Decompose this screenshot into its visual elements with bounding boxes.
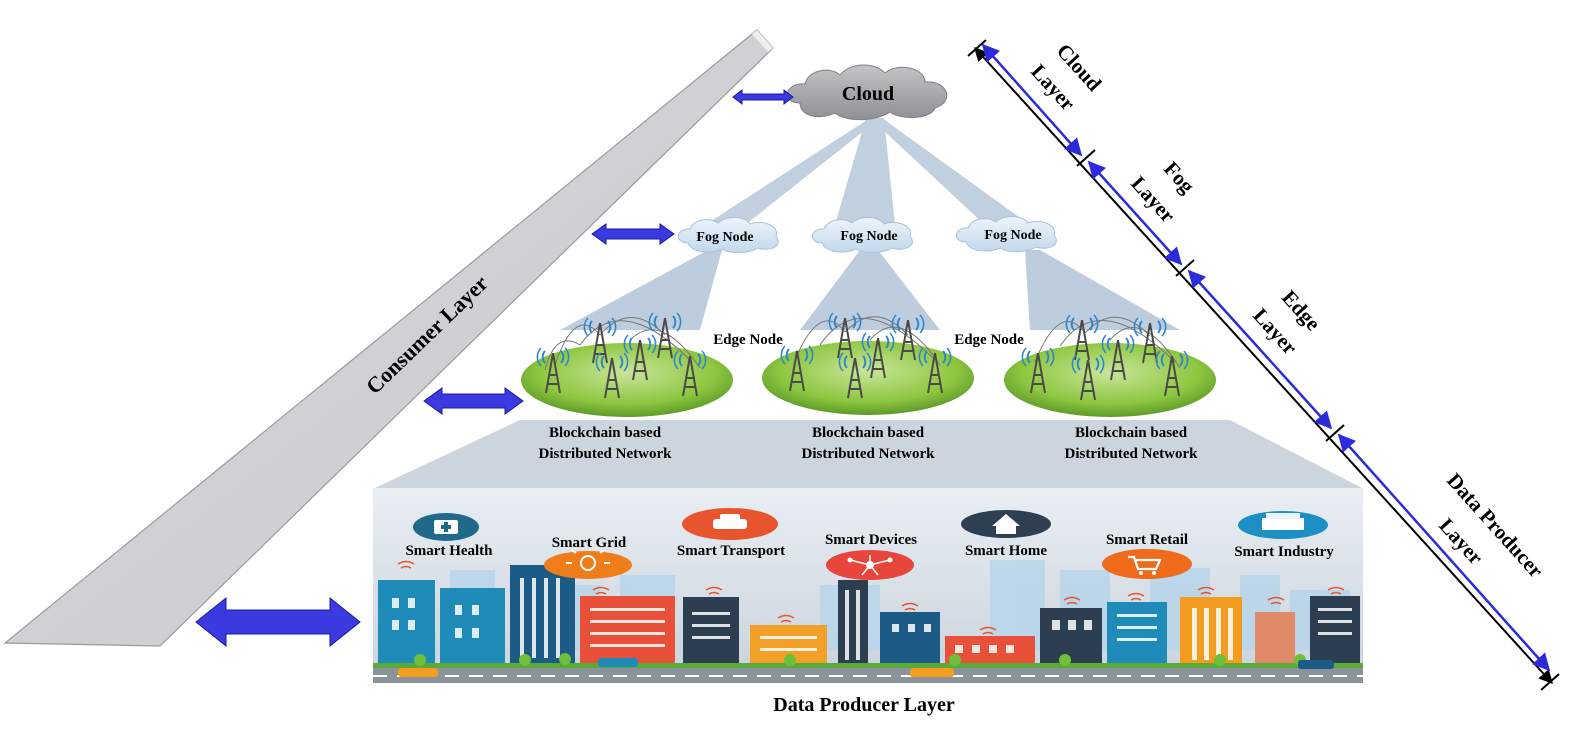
edge-node-label-1: Edge Node (713, 332, 783, 348)
fog-node-cloud-2 (812, 217, 913, 254)
lightbulb-icon (544, 549, 632, 579)
consumer-producer-arrow (195, 596, 361, 648)
network-hub-icon (826, 550, 914, 580)
edge-node-label-2: Edge Node (954, 332, 1024, 348)
layer-axis (967, 39, 1560, 691)
edge-network-label-2b: Distributed Network (802, 446, 936, 462)
factory-icon (1238, 511, 1328, 539)
smart-industry-label: Smart Industry (1234, 544, 1334, 560)
smart-transport-label: Smart Transport (677, 543, 785, 559)
edge-network-label-1a: Blockchain based (549, 425, 662, 441)
fog-to-edge-beams (560, 250, 1180, 330)
smart-grid-label: Smart Grid (552, 535, 627, 551)
house-icon (961, 510, 1051, 538)
cloud-node (787, 64, 948, 121)
edge-network-1 (521, 312, 733, 417)
edge-network-label-3a: Blockchain based (1075, 425, 1188, 441)
data-producer-layer-label: Data Producer Layer (773, 694, 955, 716)
fog-node-label-1: Fog Node (696, 230, 753, 245)
edge-network-label-2a: Blockchain based (812, 425, 925, 441)
car-icon (682, 508, 778, 540)
cloud-to-fog-beams (705, 118, 1030, 225)
consumer-cloud-arrow (732, 88, 794, 106)
data-producer-panel (373, 488, 1363, 683)
edge-network-label-3b: Distributed Network (1065, 446, 1199, 462)
edge-network-label-1b: Distributed Network (539, 446, 673, 462)
smart-health-label: Smart Health (405, 543, 493, 559)
edge-network-3 (1004, 314, 1216, 417)
smart-devices-label: Smart Devices (825, 532, 917, 548)
fog-node-cloud-1 (678, 217, 779, 254)
consumer-layer-beam (3, 29, 774, 647)
fog-node-label-3: Fog Node (984, 228, 1041, 243)
smart-home-label: Smart Home (965, 543, 1047, 559)
fog-layer-label-1: Fog (1159, 157, 1200, 199)
edge-network-2 (762, 312, 974, 415)
consumer-edge-arrow (423, 387, 524, 415)
fog-node-label-2: Fog Node (840, 229, 897, 244)
cloud-label: Cloud (842, 83, 894, 105)
medical-case-icon (413, 513, 479, 541)
consumer-fog-arrow (591, 223, 675, 245)
smart-retail-label: Smart Retail (1106, 532, 1188, 548)
shopping-cart-icon (1102, 549, 1192, 579)
